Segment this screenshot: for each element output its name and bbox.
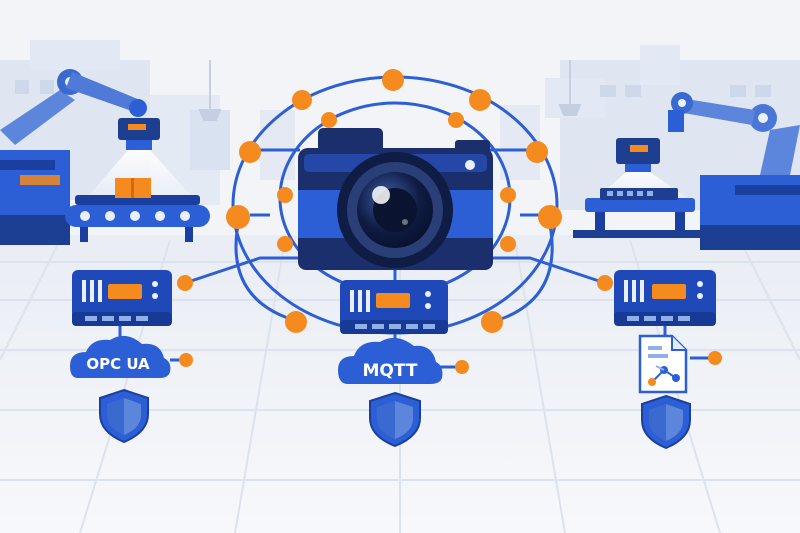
- protocol-label-mqtt: MQTT: [363, 361, 418, 381]
- network-node-icon: [538, 205, 562, 229]
- network-node-icon: [500, 236, 516, 252]
- edge-gateway-center: [340, 280, 448, 334]
- cloud-icon-center: MQTT: [338, 337, 443, 384]
- network-node-icon: [285, 311, 307, 333]
- network-node-icon: [597, 275, 613, 291]
- network-node-icon: [526, 141, 548, 163]
- shield-icon-center: [369, 391, 421, 448]
- network-node-icon: [481, 311, 503, 333]
- network-node-icon: [455, 360, 469, 374]
- conveyor-belt: [20, 175, 210, 242]
- network-node-icon: [277, 236, 293, 252]
- right-robot-arm: [573, 92, 800, 250]
- shield-icon-left: [99, 388, 149, 444]
- cloud-icon-left: OPC UA: [70, 335, 171, 378]
- edge-gateway-right: [614, 270, 716, 326]
- network-node-icon: [448, 112, 464, 128]
- network-node-icon: [500, 187, 516, 203]
- network-node-icon: [469, 89, 491, 111]
- network-node-icon: [179, 353, 193, 367]
- network-node-icon: [292, 90, 312, 110]
- protocol-label-opc-ua: OPC UA: [86, 355, 150, 373]
- network-node-icon: [226, 205, 250, 229]
- document-flow-icon: [638, 334, 688, 394]
- network-nodes: [177, 69, 722, 374]
- network-node-icon: [277, 187, 293, 203]
- left-robot-arm: [0, 69, 195, 245]
- edge-gateway-left: [72, 270, 172, 326]
- shield-icon-right: [641, 394, 691, 450]
- camera-icon: [298, 128, 493, 270]
- network-node-icon: [321, 112, 337, 128]
- network-node-icon: [239, 141, 261, 163]
- network-node-icon: [382, 69, 404, 91]
- network-node-icon: [177, 275, 193, 291]
- network-node-icon: [708, 351, 722, 365]
